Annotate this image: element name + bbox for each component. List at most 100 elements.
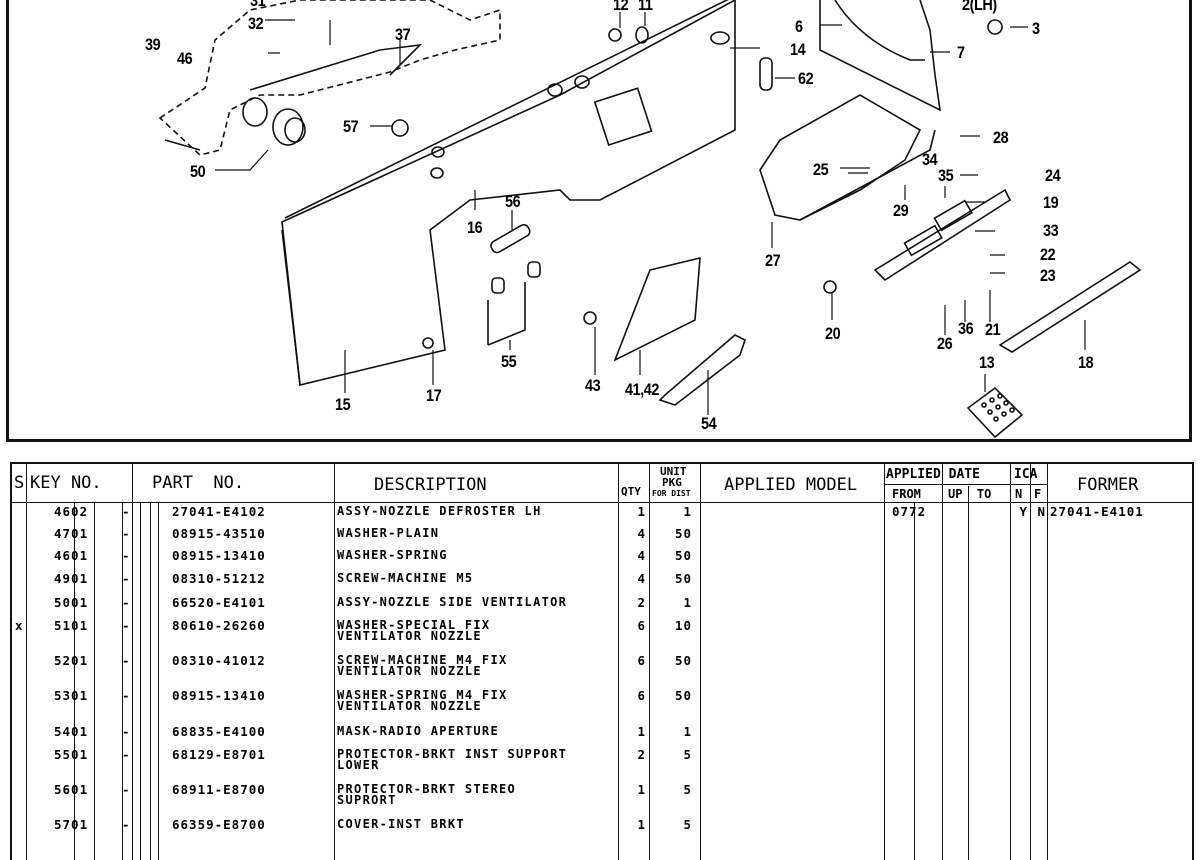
callout-46: 46 [177, 49, 193, 68]
cell-key: 4701 [54, 526, 89, 541]
cell-qty: 1 [637, 782, 646, 797]
cell-desc2: VENTILATOR NOZZLE [337, 629, 482, 643]
keypad-13 [966, 386, 1024, 439]
speaker-part [242, 97, 306, 146]
cell-desc1: ASSY-NOZZLE DEFROSTER LH [337, 504, 542, 518]
screw-43 [583, 311, 597, 325]
callout-16: 16 [467, 218, 483, 237]
cell-qty: 6 [637, 653, 646, 668]
clip-55b [527, 261, 541, 278]
col-rule [150, 502, 151, 860]
col-rule [884, 464, 885, 860]
cell-s: x [15, 618, 24, 633]
callout-6: 6 [795, 17, 803, 36]
parts-table: S KEY NO. PART NO. DESCRIPTION QTY UNIT … [10, 462, 1194, 860]
header-up-to: UP TO [948, 487, 992, 501]
cell-pkg: 50 [674, 653, 692, 668]
cell-dash: - [122, 618, 131, 633]
callout-33: 33 [1043, 221, 1059, 240]
header-applied-date: APPLIED DATE [886, 467, 980, 482]
cell-desc1: WASHER-SPRING M4 FIX [337, 688, 508, 702]
callout-17: 17 [426, 386, 442, 405]
diagram-drawing [158, 0, 1142, 439]
cell-desc1: WASHER-SPECIAL FIX [337, 618, 491, 632]
cell-dash: - [122, 747, 131, 762]
col-rule [74, 502, 75, 860]
bracket-6 [819, 0, 942, 112]
glovebox-27 [759, 94, 922, 221]
header-from: FROM [892, 487, 921, 501]
callout-50: 50 [190, 162, 206, 181]
tube-56 [490, 223, 531, 254]
callout-13: 13 [979, 353, 995, 372]
header-s: S [14, 473, 25, 493]
cell-dash: - [122, 817, 131, 832]
cell-qty: 2 [637, 595, 646, 610]
callout-11: 11 [638, 0, 653, 14]
cell-qty: 4 [637, 571, 646, 586]
cell-dash: - [122, 526, 131, 541]
callout-29: 29 [893, 201, 909, 220]
knob-20 [823, 280, 837, 294]
cell-qty: 4 [637, 548, 646, 563]
cell-desc2: VENTILATOR NOZZLE [337, 699, 482, 713]
header-pkg: PKG [662, 476, 682, 489]
cell-part: 68835-E4100 [172, 724, 266, 739]
callout-21: 21 [985, 320, 1001, 339]
cell-dash: - [122, 595, 131, 610]
cell-desc1: WASHER-SPRING [337, 548, 448, 562]
cell-desc1: SCREW-MACHINE M5 [337, 571, 474, 585]
col-rule [140, 502, 141, 860]
cell-pkg: 5 [683, 817, 692, 832]
cell-qty: 1 [637, 724, 646, 739]
cell-ica-n: Y [1019, 504, 1028, 519]
cell-pkg: 50 [674, 548, 692, 563]
dash-trim [249, 43, 423, 91]
cell-qty: 4 [637, 526, 646, 541]
cell-desc2: LOWER [337, 758, 380, 772]
cell-pkg: 50 [674, 571, 692, 586]
cell-part: 68911-E8700 [172, 782, 266, 797]
callout-12: 12 [613, 0, 629, 14]
cell-dash: - [122, 571, 131, 586]
cell-part: 08915-13410 [172, 548, 266, 563]
header-ica-f: F [1034, 487, 1042, 501]
callout-54: 54 [701, 414, 717, 433]
callout-15: 15 [335, 395, 351, 414]
callout-27: 27 [765, 251, 781, 270]
cell-qty: 1 [637, 504, 646, 519]
callout-43: 43 [585, 376, 601, 395]
cell-part: 68129-E8701 [172, 747, 266, 762]
col-rule [1047, 464, 1048, 860]
clip-3 [987, 19, 1003, 35]
col-rule [649, 464, 650, 860]
cell-key: 4901 [54, 571, 89, 586]
cell-key: 4601 [54, 548, 89, 563]
header-description: DESCRIPTION [374, 475, 487, 495]
col-rule [158, 502, 159, 860]
callout-55: 55 [501, 352, 517, 371]
col-rule [968, 486, 969, 860]
cell-part: 08915-13410 [172, 688, 266, 703]
callout-20: 20 [825, 324, 841, 343]
lamp-62 [759, 57, 773, 91]
cell-pkg: 10 [674, 618, 692, 633]
callout-41-42: 41,42 [625, 380, 660, 399]
callout-25: 25 [813, 160, 829, 179]
cell-part: 08310-51212 [172, 571, 266, 586]
cell-key: 5101 [54, 618, 89, 633]
callout-14: 14 [790, 40, 806, 59]
cell-desc1: MASK-RADIO APERTURE [337, 724, 499, 738]
cell-key: 5301 [54, 688, 89, 703]
cell-qty: 6 [637, 618, 646, 633]
cell-from: 0772 [892, 504, 927, 519]
cell-dash: - [122, 688, 131, 703]
callout-62: 62 [798, 69, 814, 88]
header-part-no: PART NO. [152, 473, 245, 493]
col-rule [1030, 464, 1031, 860]
callout-36: 36 [958, 319, 974, 338]
callout-56: 56 [505, 192, 521, 211]
cell-pkg: 50 [674, 688, 692, 703]
cell-qty: 1 [637, 817, 646, 832]
col-rule [334, 464, 335, 860]
